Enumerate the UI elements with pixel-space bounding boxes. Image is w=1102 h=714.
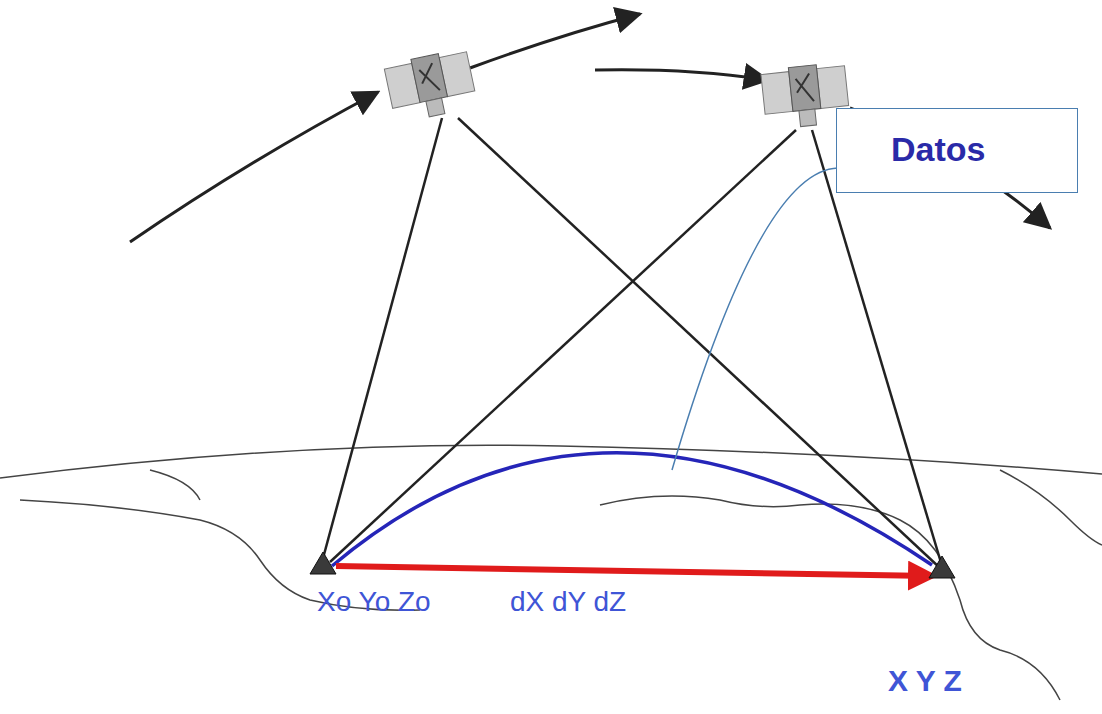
- callout-box: Datos: [836, 108, 1078, 193]
- coordinate-label: dX dY dZ: [510, 586, 626, 618]
- coordinate-label: Xo Yo Zo: [317, 586, 431, 618]
- coordinate-label: X Y Z: [888, 664, 962, 698]
- callout-text: Datos: [891, 130, 1057, 169]
